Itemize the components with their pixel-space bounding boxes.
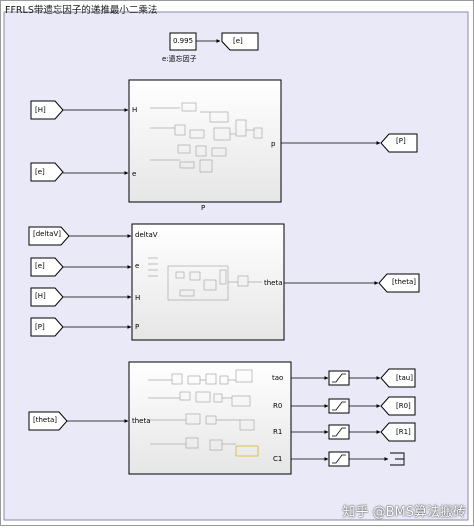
- goto-label: [theta]: [392, 278, 416, 286]
- from-block[interactable]: [30, 317, 64, 337]
- from-block[interactable]: [30, 287, 64, 307]
- goto-block[interactable]: [378, 273, 420, 293]
- goto-label: [R1]: [396, 428, 411, 436]
- from-block[interactable]: [30, 162, 64, 182]
- port-label: theta: [132, 417, 151, 425]
- goto-label: [tau]: [396, 374, 413, 382]
- watermark: 知乎 @BMS算法搬砖: [342, 505, 466, 520]
- subsystem-params-block[interactable]: [128, 361, 292, 475]
- port-label: P: [135, 323, 140, 331]
- goto-label: [P]: [396, 137, 406, 145]
- goto-label-e: [e]: [233, 37, 243, 45]
- from-label: [e]: [35, 168, 45, 176]
- saturation-icon: [332, 401, 346, 411]
- goto-label: [R0]: [396, 402, 411, 410]
- from-block[interactable]: [28, 411, 68, 431]
- goto-block[interactable]: [380, 133, 418, 153]
- saturation-icon: [332, 454, 346, 464]
- constant-value: 0.995: [173, 37, 194, 45]
- terminator-block[interactable]: [390, 452, 405, 466]
- goto-block[interactable]: [380, 396, 416, 416]
- from-block[interactable]: [30, 100, 64, 120]
- port-label: tao: [272, 374, 284, 382]
- from-label: [H]: [35, 292, 46, 300]
- goto-block[interactable]: [380, 422, 416, 442]
- saturation-icon: [332, 373, 346, 383]
- constant-block[interactable]: [169, 32, 197, 51]
- port-label: C1: [273, 455, 283, 463]
- port-label: e: [135, 262, 140, 270]
- subsystem-theta-preview: [148, 257, 262, 301]
- from-label: [theta]: [33, 416, 57, 424]
- port-label: deltaV: [135, 231, 158, 239]
- port-label: e: [132, 170, 137, 178]
- port-label: H: [132, 106, 138, 114]
- port-label: p: [271, 140, 276, 148]
- from-block[interactable]: [30, 257, 64, 277]
- from-label: [e]: [35, 262, 45, 270]
- goto-block-e[interactable]: [221, 32, 259, 51]
- port-label: H: [135, 294, 141, 302]
- from-label: [H]: [35, 106, 46, 114]
- subsystem-p-preview: [150, 102, 263, 173]
- from-label: [deltaV]: [33, 230, 61, 238]
- subsystem-params-preview: [148, 369, 259, 457]
- constant-caption: e:遗忘因子: [162, 55, 197, 63]
- subsystem-p-name: P: [201, 204, 206, 212]
- diagram-title: FFRLS带遗忘因子的递推最小二乘法: [5, 5, 158, 16]
- port-label: R0: [273, 402, 283, 410]
- from-label: [P]: [35, 323, 45, 331]
- dynamic-blocks: [28, 100, 420, 467]
- port-label: R1: [273, 428, 283, 436]
- subsystem-p-block[interactable]: [128, 79, 282, 203]
- goto-block[interactable]: [380, 368, 416, 388]
- from-block[interactable]: [28, 226, 70, 246]
- saturation-icon: [332, 427, 346, 437]
- port-label: theta: [264, 279, 283, 287]
